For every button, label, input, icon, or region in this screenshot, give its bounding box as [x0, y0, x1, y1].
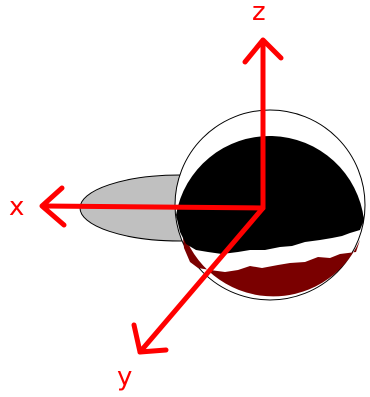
- z-axis-arrowhead: [242, 37, 284, 65]
- y-axis-line: [137, 205, 266, 355]
- axes: [39, 37, 284, 355]
- sphere-black-top: [176, 136, 364, 254]
- x-axis-line: [41, 203, 266, 211]
- y-axis-label: y: [117, 362, 132, 392]
- y-axis-arrowhead: [131, 322, 169, 355]
- sphere-red-band: [182, 228, 360, 297]
- x-axis-label: x: [9, 192, 24, 222]
- x-axis-arrowhead: [39, 185, 67, 228]
- z-axis-label: z: [252, 0, 266, 27]
